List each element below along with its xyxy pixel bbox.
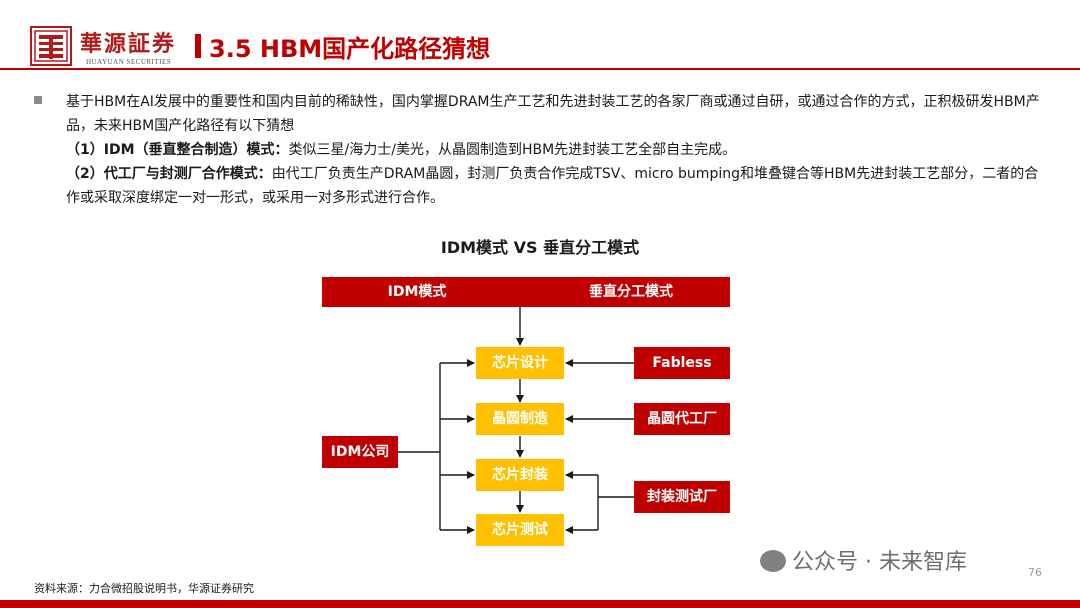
watermark: 公众号 · 未来智库 bbox=[760, 544, 967, 576]
idm-mode-paragraph: （1）IDM（垂直整合制造）模式：类似三星/海力士/美光，从晶圆制造到HBM先进… bbox=[66, 138, 1046, 162]
step-chip-testing: 芯片测试 bbox=[476, 514, 564, 546]
step-wafer-fab: 晶圆制造 bbox=[476, 403, 564, 435]
osat-box: 封装测试厂 bbox=[634, 481, 730, 513]
wechat-icon bbox=[760, 550, 786, 572]
foundry-mode-text: 由代工厂负责生产DRAM晶圆，封测厂负责合作完成TSV、micro bumpin… bbox=[66, 166, 1039, 206]
foundry-box: 晶圆代工厂 bbox=[634, 403, 730, 435]
footer-bar bbox=[0, 600, 1080, 608]
page-title: 3.5 HBM国产化路径猜想 bbox=[209, 35, 491, 63]
banner-vertical-label: 垂直分工模式 bbox=[589, 284, 673, 300]
foundry-mode-paragraph: （2）代工厂与封测厂合作模式：由代工厂负责生产DRAM晶圆，封测厂负责合作完成T… bbox=[66, 162, 1046, 210]
header-divider bbox=[0, 68, 1080, 70]
title-accent-bar bbox=[195, 34, 201, 58]
brand-seal-logo bbox=[30, 26, 72, 66]
step-chip-packaging: 芯片封装 bbox=[476, 459, 564, 491]
idm-mode-lead: （1）IDM（垂直整合制造）模式： bbox=[66, 142, 289, 158]
source-note: 资料来源：力合微招股说明书，华源证券研究 bbox=[34, 582, 254, 595]
idm-mode-text: 类似三星/海力士/美光，从晶圆制造到HBM先进封装工艺全部自主完成。 bbox=[288, 142, 737, 158]
idm-company-box: IDM公司 bbox=[322, 436, 398, 468]
mode-banner: IDM模式 垂直分工模式 bbox=[322, 277, 730, 307]
step-chip-design: 芯片设计 bbox=[476, 347, 564, 379]
bullet-square-icon bbox=[34, 96, 42, 104]
banner-idm-label: IDM模式 bbox=[387, 284, 447, 300]
diagram-title: IDM模式 VS 垂直分工模式 bbox=[440, 238, 640, 257]
watermark-text: 公众号 · 未来智库 bbox=[792, 550, 967, 575]
foundry-mode-lead: （2）代工厂与封测厂合作模式： bbox=[66, 166, 272, 182]
page-number: 76 bbox=[1028, 566, 1042, 579]
fabless-box: Fabless bbox=[634, 347, 730, 379]
brand-name-cn: 華源証券 bbox=[80, 31, 177, 57]
intro-paragraph: 基于HBM在AI发展中的重要性和国内目前的稀缺性，国内掌握DRAM生产工艺和先进… bbox=[66, 94, 1040, 134]
brand-name-en: HUAYUAN SECURITIES bbox=[86, 58, 172, 66]
